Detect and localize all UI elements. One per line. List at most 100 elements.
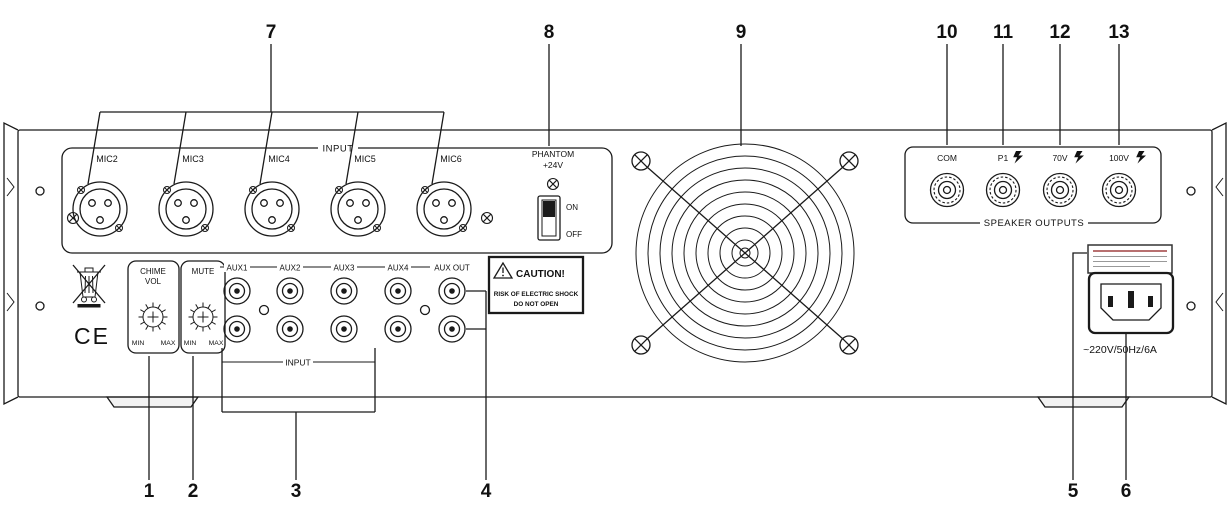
callout-11: 11 [993, 22, 1013, 145]
callout-number: 1 [144, 481, 155, 502]
compliance-marks: CE [72, 264, 110, 349]
chime-label: CHIME [140, 267, 166, 276]
callout-12: 12 [1049, 22, 1071, 145]
fan-screw-icon [839, 335, 859, 355]
com-binding-post[interactable] [929, 172, 965, 208]
callout-number: 10 [936, 22, 957, 43]
mic-input-section: INPUT MIC2 MIC3 MIC4 MIC5 MIC6 PHANTOM +… [61, 141, 613, 254]
aux4-label: AUX4 [388, 264, 409, 273]
aux-out-jack-bottom[interactable] [438, 315, 466, 343]
aux2-jack-top[interactable] [276, 277, 304, 305]
mic4-label: MIC4 [268, 154, 290, 164]
100v-binding-post[interactable] [1101, 172, 1137, 208]
lightning-icon [1074, 151, 1084, 164]
leader-line [221, 348, 376, 480]
chime-vol-knob[interactable] [138, 302, 168, 332]
panel-hole [258, 304, 270, 316]
right-rack-ear [1211, 121, 1227, 406]
callout-number: 4 [481, 481, 492, 502]
chime-group-outline [127, 260, 180, 354]
fan-cross-bar [646, 166, 844, 340]
power-warning-label [1087, 244, 1173, 274]
phantom-switch[interactable] [537, 195, 561, 241]
mic6-xlr-connector[interactable] [417, 182, 471, 236]
mic5-xlr-connector[interactable] [331, 182, 385, 236]
callout-number: 5 [1068, 481, 1079, 502]
phantom-switch-track [541, 199, 557, 237]
70v-binding-post[interactable] [1042, 172, 1078, 208]
callout-number: 12 [1049, 22, 1070, 43]
aux4-jack-top[interactable] [384, 277, 412, 305]
mute-knob[interactable] [188, 302, 218, 332]
aux-out-jack-top[interactable] [438, 277, 466, 305]
mic5-label: MIC5 [354, 154, 376, 164]
terminal-70v-label: 70V [1052, 153, 1067, 163]
callout-number: 9 [736, 22, 747, 43]
aux1-jack-bottom[interactable] [223, 315, 251, 343]
terminal-100v-label: 100V [1109, 153, 1129, 163]
controls-section: CHIME VOL MIN MAX MUTE MIN MAX [127, 260, 226, 354]
terminal-com-label: COM [937, 153, 957, 163]
phantom-label: PHANTOM [532, 149, 574, 159]
weee-icon [72, 264, 106, 308]
aux2-label: AUX2 [280, 264, 301, 273]
leader-line [466, 290, 487, 480]
mic3-xlr-connector[interactable] [159, 182, 213, 236]
ac-inlet-slot [1148, 296, 1153, 307]
caution-label: CAUTION! RISK OF ELECTRIC SHOCK DO NOT O… [487, 255, 585, 315]
left-rack-ear [3, 121, 19, 406]
label-mask [318, 141, 358, 154]
mic2-label: MIC2 [96, 154, 118, 164]
switch-off-label: OFF [566, 230, 582, 239]
mute-max-label: MAX [209, 340, 224, 347]
panel-screw [35, 301, 45, 311]
power-section: ~220V/50Hz/6A [1083, 244, 1175, 356]
mic4-xlr-connector[interactable] [245, 182, 299, 236]
phantom-voltage-label: +24V [543, 160, 563, 170]
callout-8: 8 [544, 22, 555, 146]
leader-line [1072, 252, 1087, 480]
p1-binding-post[interactable] [985, 172, 1021, 208]
callout-number: 8 [544, 22, 555, 43]
aux4-jack-bottom[interactable] [384, 315, 412, 343]
callout-2: 2 [188, 356, 198, 502]
right-foot [1036, 396, 1131, 408]
aux3-jack-bottom[interactable] [330, 315, 358, 343]
callout-number: 13 [1108, 22, 1129, 43]
input-section-outline [61, 147, 613, 254]
lightning-icon [1136, 151, 1146, 164]
aux1-jack-top[interactable] [223, 277, 251, 305]
left-rack-slot [6, 177, 15, 312]
screw-icon [546, 177, 560, 191]
mic3-label: MIC3 [182, 154, 204, 164]
phantom-switch-lever[interactable] [543, 201, 555, 217]
fan-screw-icon [839, 151, 859, 171]
callout-10: 10 [936, 22, 958, 145]
chime-min-label: MIN [132, 340, 145, 347]
callout-3: 3 [221, 348, 376, 502]
aux-input-label: INPUT [285, 358, 311, 368]
callout-4: 4 [466, 290, 492, 502]
aux3-jack-top[interactable] [330, 277, 358, 305]
aux2-jack-bottom[interactable] [276, 315, 304, 343]
mic6-label: MIC6 [440, 154, 462, 164]
ac-inlet-face [1100, 283, 1162, 321]
left-foot [105, 396, 200, 408]
callouts: 7 8 9 10 11 12 13 1 [87, 22, 1131, 502]
mic2-xlr-connector[interactable] [73, 182, 127, 236]
leader-line [87, 44, 445, 185]
power-rating-label: ~220V/50Hz/6A [1083, 344, 1157, 356]
ce-mark: CE [74, 323, 110, 349]
mute-group-outline [180, 260, 226, 354]
speaker-outputs-label: SPEAKER OUTPUTS [984, 218, 1084, 229]
caution-line1: RISK OF ELECTRIC SHOCK [494, 291, 579, 298]
panel-screw [1186, 301, 1196, 311]
fan-screw-icon [631, 335, 651, 355]
lightning-icon [1013, 151, 1023, 164]
panel-screw [35, 186, 45, 196]
callout-1: 1 [144, 356, 155, 502]
fan-screw-icon [631, 151, 651, 171]
callout-number: 7 [266, 22, 277, 43]
